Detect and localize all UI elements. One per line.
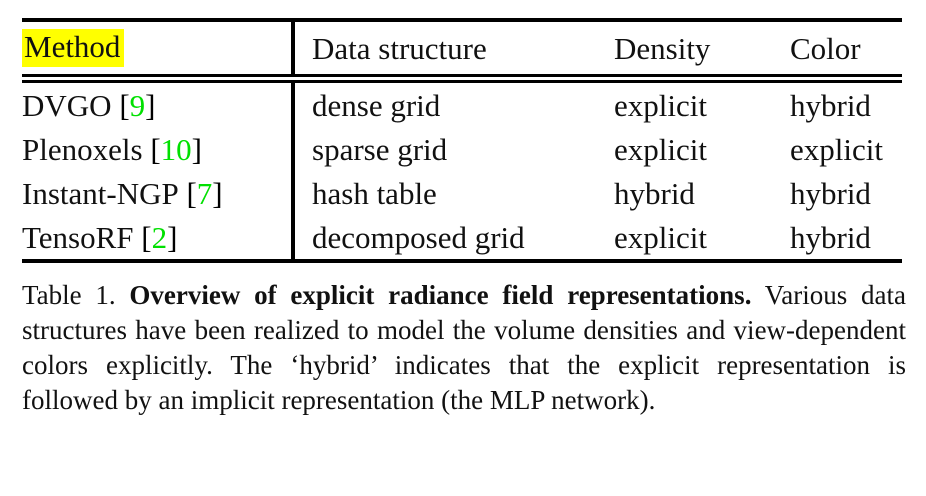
bracket-open: [ (150, 131, 161, 167)
bracket-close: ] (191, 131, 202, 167)
method-header-highlight: Method (22, 29, 125, 67)
column-header-color: Color (790, 30, 861, 66)
table-caption: Table 1. Overview of explicit radiance f… (22, 278, 906, 418)
cell-density: explicit (614, 219, 707, 255)
bracket-open: [ (141, 219, 152, 255)
cell-data-structure: dense grid (312, 87, 441, 123)
cell-density: explicit (614, 131, 707, 167)
cell-color: hybrid (790, 219, 871, 255)
bracket-open: [ (119, 87, 130, 123)
column-header-method: Method (22, 22, 125, 74)
cell-color: explicit (790, 131, 883, 167)
cell-density: explicit (614, 87, 707, 123)
table-1: Method Data structure Density Color DVGO… (22, 18, 902, 263)
table-row: TensoRF [2] decomposed grid explicit hyb… (22, 215, 902, 259)
cell-data-structure: decomposed grid (312, 219, 525, 255)
cell-data-structure: hash table (312, 175, 437, 211)
cell-method: DVGO [9] (22, 83, 155, 127)
method-name: Instant-NGP (22, 175, 179, 211)
table-bottom-rule (22, 259, 902, 263)
cell-color: hybrid (790, 175, 871, 211)
column-header-data-structure: Data structure (312, 30, 487, 66)
citation-ref: [2] (141, 222, 177, 253)
bracket-close: ] (167, 219, 178, 255)
column-header-density: Density (614, 30, 711, 66)
citation-ref: [9] (119, 90, 155, 121)
citation-number[interactable]: 9 (129, 87, 146, 123)
table-header-group: Method Data structure Density Color (22, 22, 902, 74)
bracket-open: [ (186, 175, 197, 211)
caption-bold-title: Overview of explicit radiance field repr… (129, 280, 752, 310)
table-header-row: Method Data structure Density Color (22, 22, 902, 74)
cell-method: TensoRF [2] (22, 215, 177, 259)
citation-number[interactable]: 10 (160, 131, 192, 167)
cell-data-structure: sparse grid (312, 131, 448, 167)
method-name: TensoRF (22, 219, 134, 255)
cell-method: Plenoxels [10] (22, 127, 202, 171)
caption-body: Various data structures have been realiz… (22, 280, 906, 415)
cell-method: Instant-NGP [7] (22, 171, 223, 215)
table-column-divider-body (291, 83, 295, 259)
table-body-group: DVGO [9] dense grid explicit hybrid Plen… (22, 83, 902, 259)
method-name: Plenoxels (22, 131, 143, 167)
table-row: Plenoxels [10] sparse grid explicit expl… (22, 127, 902, 171)
citation-number[interactable]: 7 (196, 175, 213, 211)
table-header-rule-upper (22, 74, 902, 77)
table-row: Instant-NGP [7] hash table hybrid hybrid (22, 171, 902, 215)
method-name: DVGO (22, 87, 112, 123)
table-row: DVGO [9] dense grid explicit hybrid (22, 83, 902, 127)
table-header-rule-lower (22, 80, 902, 83)
bracket-close: ] (145, 87, 156, 123)
table-column-divider (291, 22, 295, 74)
citation-ref: [7] (186, 178, 222, 209)
citation-number[interactable]: 2 (151, 219, 168, 255)
cell-density: hybrid (614, 175, 695, 211)
caption-label: Table 1. (22, 280, 116, 310)
citation-ref: [10] (150, 134, 202, 165)
table-top-rule (22, 18, 902, 22)
bracket-close: ] (212, 175, 223, 211)
cell-color: hybrid (790, 87, 871, 123)
